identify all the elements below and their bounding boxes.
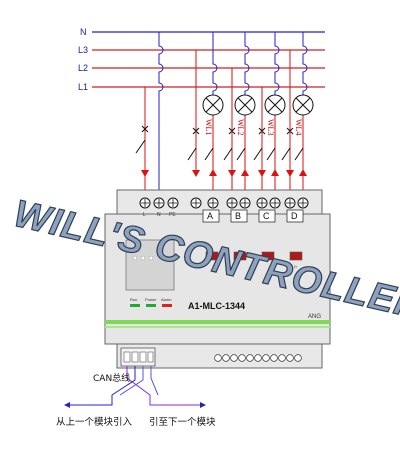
channel-button-c[interactable]: [261, 251, 275, 261]
lamp-label-wl3: WL3: [266, 119, 275, 135]
brand-tag: ANG: [308, 314, 321, 320]
led-label-power: Power: [145, 297, 157, 302]
lamp-circuits: [187, 32, 308, 196]
lamp3-neutral: [274, 32, 280, 95]
led-power: [146, 304, 156, 307]
supply-wire-n: [158, 32, 164, 196]
lamp-wl2: WL2: [234, 94, 256, 135]
arrow-from-prev: [64, 402, 70, 408]
terminal-label-pe: PE: [169, 212, 176, 218]
main-breaker-x: [141, 125, 149, 133]
lamps: WL1 WL2 WL3 WL4: [202, 94, 314, 135]
lamp1-neutral: [212, 32, 218, 95]
bus-label-l1: L1: [78, 82, 88, 92]
can-wire-blue: [70, 366, 136, 406]
terminal-arrows: [192, 169, 307, 177]
terminal-label-l: L: [143, 212, 146, 218]
panel-dots: [132, 255, 154, 261]
switch-blade-3: [253, 147, 263, 161]
channel-button-tag: D: [294, 264, 297, 269]
terminal-label-n: N: [157, 212, 161, 218]
switch-blade-6: [236, 147, 246, 161]
green-stripe-2: [105, 326, 330, 328]
can-bus-label: CAN总线: [93, 372, 130, 384]
to-next-module-label: 引至下一个模块: [149, 416, 216, 428]
channel-letter-c: C: [263, 211, 270, 221]
status-leds: Run Power Alarm: [130, 297, 172, 307]
switch-blade-7: [266, 147, 276, 161]
bus-bars: N L3 L2 L1: [78, 27, 325, 92]
channel-button-d[interactable]: [289, 251, 303, 261]
controller-module: L N PE A B C: [104, 189, 331, 369]
lamp2-neutral: [244, 32, 250, 95]
channel-terminals: A B C D: [190, 197, 309, 223]
bus-label-l2: L2: [78, 63, 88, 73]
channel-b: B: [226, 197, 251, 223]
lamp-wl3: WL3: [264, 94, 286, 135]
bus-label-l3: L3: [78, 45, 88, 55]
channel-letter-b: B: [235, 211, 241, 221]
channel-buttons: D: [205, 251, 303, 269]
channel-letter-a: A: [207, 211, 213, 221]
lamp-wl1: WL1: [202, 94, 224, 135]
display-panel: [125, 239, 175, 291]
led-run: [130, 304, 140, 307]
switch-blade-5: [204, 147, 214, 161]
led-label-run: Run: [130, 297, 137, 302]
channel-c: C: [256, 197, 281, 223]
channel-d: D: [284, 197, 309, 223]
supply-wires: [135, 32, 164, 196]
main-breaker-blade: [135, 139, 146, 154]
switch-blade-4: [281, 147, 291, 161]
channel-letter-d: D: [291, 211, 298, 221]
can-terminal-block: [120, 347, 156, 367]
switch-blade-2: [223, 147, 233, 161]
switch-blade-1: [187, 147, 197, 161]
power-terminals: L N PE: [139, 197, 179, 218]
lamp4-neutral: [302, 32, 308, 95]
led-label-alarm: Alarm: [161, 297, 172, 302]
green-stripe-1: [105, 320, 330, 324]
channel-a: A: [190, 197, 220, 223]
lamp-label-wl1: WL1: [204, 119, 213, 135]
from-prev-module-label: 从上一个模块引入: [56, 416, 133, 428]
channel-button-a[interactable]: [205, 251, 219, 261]
switch-blade-8: [294, 147, 304, 161]
main-breaker-arrow: [141, 170, 149, 177]
module-model: A1-MLC-1344: [188, 301, 245, 311]
lamp-label-wl2: WL2: [236, 119, 245, 135]
can-wiring: [64, 366, 206, 408]
channel-button-b[interactable]: [233, 251, 247, 261]
lamp-label-wl4: WL4: [294, 119, 303, 135]
bus-label-n: N: [80, 27, 87, 37]
bottom-screw-row: [214, 354, 302, 362]
switch-x-marks: [192, 127, 294, 135]
arrow-to-next: [200, 402, 206, 408]
lamp-wl4: WL4: [292, 94, 314, 135]
can-wire-purple: [126, 366, 200, 406]
can-wire-cross: [119, 366, 159, 396]
led-alarm: [162, 304, 172, 307]
